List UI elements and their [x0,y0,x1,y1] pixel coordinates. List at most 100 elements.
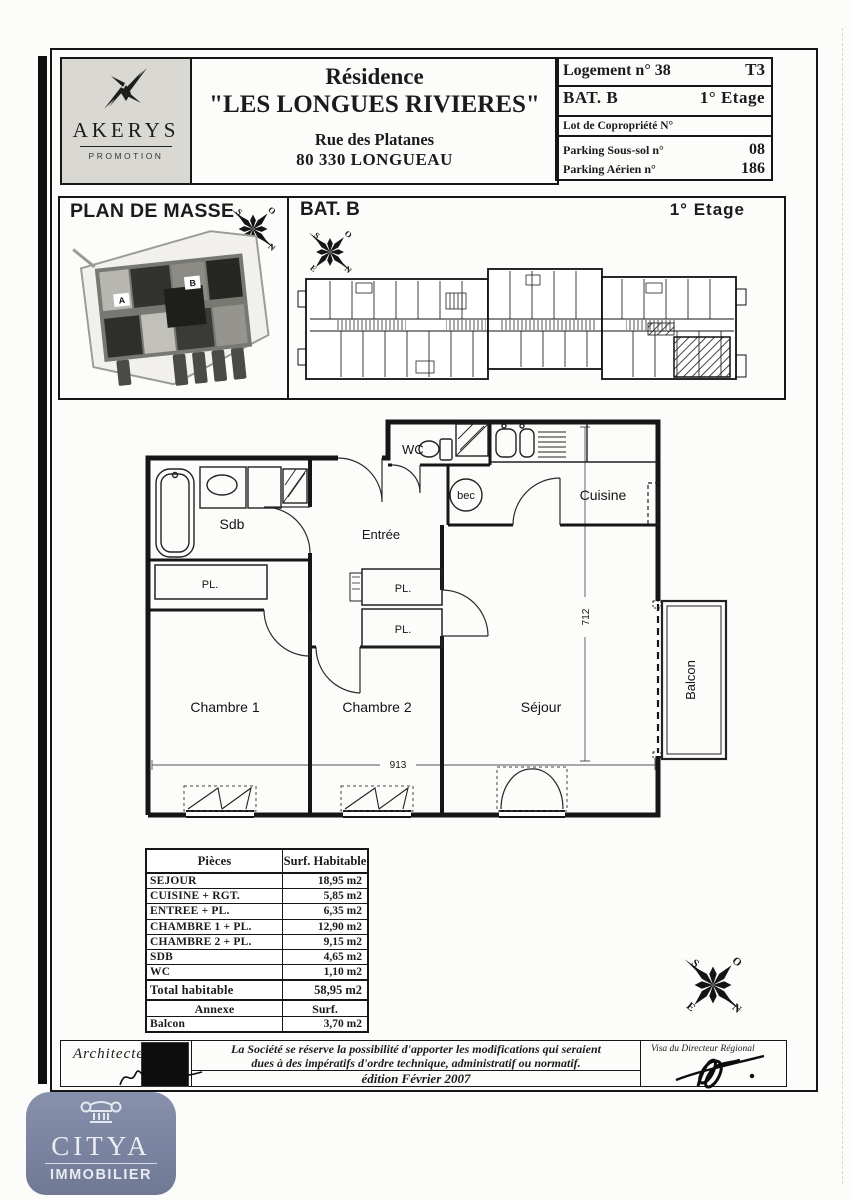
parking-stripes [116,347,247,386]
interior-walls [148,422,658,649]
compass-e: E [684,1000,697,1014]
row-piece: WC [147,965,283,980]
row-piece: CHAMBRE 2 + PL. [147,934,283,949]
bathtub-icon [155,468,195,558]
windows [183,766,568,820]
lot-row: Lot de Copropriété N° [557,117,771,137]
row-surface: 6,35 m2 [323,905,362,918]
row-piece: ENTREE + PL. [147,904,283,919]
footer: Architecte La Société se réserve la poss… [60,1040,787,1087]
site-section-box [58,196,786,400]
batiment-row: BAT. B 1° Etage [557,87,771,117]
citya-name: CITYA [51,1131,151,1161]
brand-name: AKERYS [72,118,180,142]
door-swings [263,457,561,694]
parking-aerien-num: 186 [741,160,765,177]
table-row: SDB 4,65 m2 [147,949,367,966]
kitchen-sink-basin1 [495,428,517,458]
wc-hatch-closet [455,423,489,457]
dimension-lines [151,426,656,770]
unit-type: T3 [745,60,765,79]
col-surface: Surf. Habitable [283,854,367,868]
drainer-hatch [538,431,566,458]
row-piece: SEJOUR [147,874,283,889]
akerys-logo: AKERYS PROMOTION [62,59,192,183]
vanity-unit [199,466,247,509]
partition-walls [308,458,444,815]
etage: 1° Etage [699,88,765,107]
unit-info-box: Logement n° 38 T3 BAT. B 1° Etage Lot de… [555,57,773,181]
total-value: 58,95 m2 [314,983,362,998]
table-row: Balcon 3,70 m2 [147,1016,367,1031]
plan-masse-title: PLAN DE MASSE [70,200,235,222]
casement-swing-chambre1 [187,786,252,810]
bec-circle [449,478,483,512]
building-b-marker [183,275,201,290]
col-pieces: Pièces [147,850,283,872]
compass-s: S [689,957,701,970]
page-frame [50,48,818,1092]
akerys-star-icon [104,68,147,109]
building-a-marker [113,292,131,308]
residence-title-block: Résidence "LES LONGUES RIVIERES" Rue des… [192,59,557,183]
etage-label: 1° Etage [669,200,745,219]
residence-street: Rue des Platanes [314,130,435,149]
parking-soussol-num: 08 [749,141,765,158]
subject-unit-highlight [673,336,731,378]
building-a-label: A [118,295,126,306]
architect-stamp [141,1042,189,1087]
compass-n: N [266,241,278,253]
brand-tagline: PROMOTION [88,151,164,161]
total-label: Total habitable [147,981,283,1000]
utility-box [349,572,363,602]
room-label-cuisine: Cuisine [580,487,627,503]
bathtub-inner [160,473,190,553]
casement-swing-chambre2 [344,786,409,810]
room-label-chambre2: Chambre 2 [342,699,411,715]
residence-city: 80 330 LONGUEAU [296,150,453,169]
table-row: CHAMBRE 2 + PL. 9,15 m2 [147,934,367,950]
toilet-icon [418,440,440,458]
room-label-pl-2: PL. [395,624,412,636]
visa-label: Visa du Directeur Régional [651,1044,755,1054]
parking-soussol-row: Parking Sous-sol n° 08 [557,137,771,159]
compass-o: O [343,229,354,240]
disclaimer-line1: La Société se réserve la possibilité d'a… [231,1042,601,1056]
header: AKERYS PROMOTION Résidence "LES LONGUES … [60,57,559,185]
citya-divider [45,1163,157,1164]
faucet-dot [501,423,507,429]
table-row: ENTREE + PL. 6,35 m2 [147,904,367,920]
citya-logo-badge: CITYA IMMOBILIER [26,1092,176,1195]
table-row: CUISINE + RGT. 5,85 m2 [147,889,367,905]
room-label-wc: WC [402,442,424,457]
table-row: SEJOUR 18,95 m2 [147,874,367,890]
row-surface: 1,10 m2 [323,966,362,979]
batiment: BAT. B [563,88,619,107]
room-label-sejour: Séjour [521,699,562,715]
parking-aerien-row: Parking Aérien n° 186 [557,159,771,181]
compass-n: N [343,264,353,275]
french-door-swing-sejour [500,768,564,810]
visa-signature [675,1054,765,1089]
table-row: WC 1,10 m2 [147,965,367,981]
compass-o: O [730,955,745,970]
bathtub-drain [171,471,179,479]
row-surface: 4,65 m2 [323,950,362,963]
column-capital-icon [80,1101,122,1123]
scan-edge-artifact [38,56,47,1084]
table-total-row: Total habitable 58,95 m2 [147,980,367,1002]
toilet-tank [439,438,453,461]
paper-edge-artifact [842,28,843,1184]
residence-name: "LES LONGUES RIVIERES" [209,91,540,118]
building-b-label: B [189,278,196,289]
row-surface: 3,70 m2 [323,1017,362,1030]
site-plan-map: A B [72,230,270,386]
brand-rule [80,146,172,147]
edition-text: édition Février 2007 [192,1070,640,1087]
laundry-hatch-box [282,468,308,504]
annexe-surface-label: Surf. [312,1002,338,1017]
balcony-rail [652,599,728,761]
disclaimer-line2: dues à des impératifs d'ordre technique,… [251,1055,581,1070]
architect-cell: Architecte [61,1041,191,1086]
